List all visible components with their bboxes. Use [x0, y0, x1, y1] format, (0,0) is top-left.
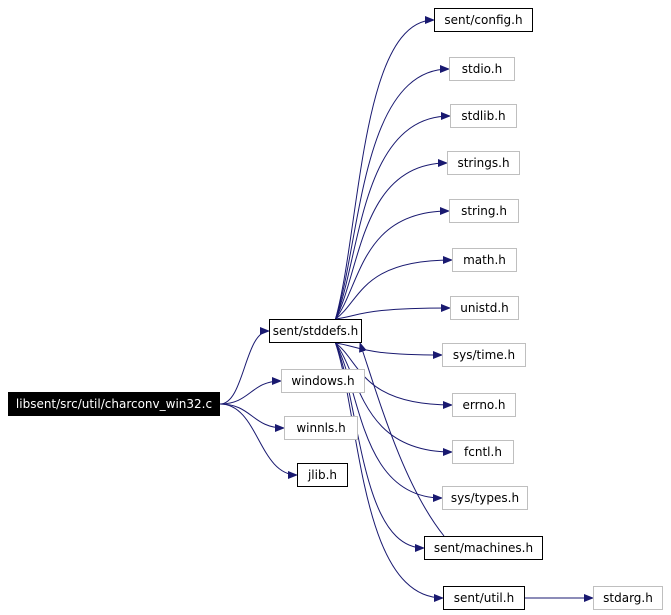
edge-sent-stddefs-to-strings: [335, 159, 448, 320]
edge-sent-stddefs-to-fcntl: [335, 342, 453, 456]
node-errno: errno.h: [452, 393, 516, 417]
edge-sent-stddefs-to-math: [335, 256, 453, 320]
node-string: string.h: [449, 199, 519, 223]
node-sent-stddefs[interactable]: sent/stddefs.h: [269, 319, 362, 343]
node-unistd: unistd.h: [450, 296, 519, 320]
edge-sent-stddefs-to-sent-config: [335, 16, 435, 320]
edge-charconv-win32-to-sent-stddefs: [219, 327, 270, 405]
node-charconv-win32[interactable]: libsent/src/util/charconv_win32.c: [8, 392, 220, 416]
edge-charconv-win32-to-windows: [219, 377, 282, 405]
edge-charconv-win32-to-winnls: [219, 403, 285, 432]
node-windows: windows.h: [281, 369, 365, 393]
node-sys-time: sys/time.h: [442, 343, 526, 367]
edge-sent-stddefs-to-errno: [335, 342, 453, 409]
edge-sent-stddefs-to-stdio: [335, 65, 450, 320]
node-sys-types: sys/types.h: [442, 486, 528, 510]
node-stdlib: stdlib.h: [450, 104, 517, 128]
node-strings: strings.h: [447, 151, 520, 175]
node-fcntl: fcntl.h: [452, 440, 514, 464]
node-stdarg: stdarg.h: [593, 586, 663, 610]
node-sent-config[interactable]: sent/config.h: [434, 8, 533, 32]
node-sent-util[interactable]: sent/util.h: [443, 586, 525, 610]
edge-sent-stddefs-to-unistd: [335, 304, 451, 320]
node-stdio: stdio.h: [449, 57, 515, 81]
node-jlib[interactable]: jlib.h: [297, 463, 348, 487]
edge-sent-machines-to-sent-stddefs: [359, 342, 445, 537]
node-winnls: winnls.h: [284, 416, 358, 440]
edge-sent-stddefs-to-sys-time: [335, 342, 443, 359]
edge-sent-stddefs-to-string: [335, 207, 450, 320]
node-math: math.h: [452, 248, 517, 272]
edge-sent-stddefs-to-stdlib: [335, 112, 451, 320]
node-sent-machines[interactable]: sent/machines.h: [424, 536, 543, 560]
edge-sent-stddefs-to-sys-types: [335, 342, 443, 502]
edge-charconv-win32-to-jlib: [219, 403, 298, 479]
